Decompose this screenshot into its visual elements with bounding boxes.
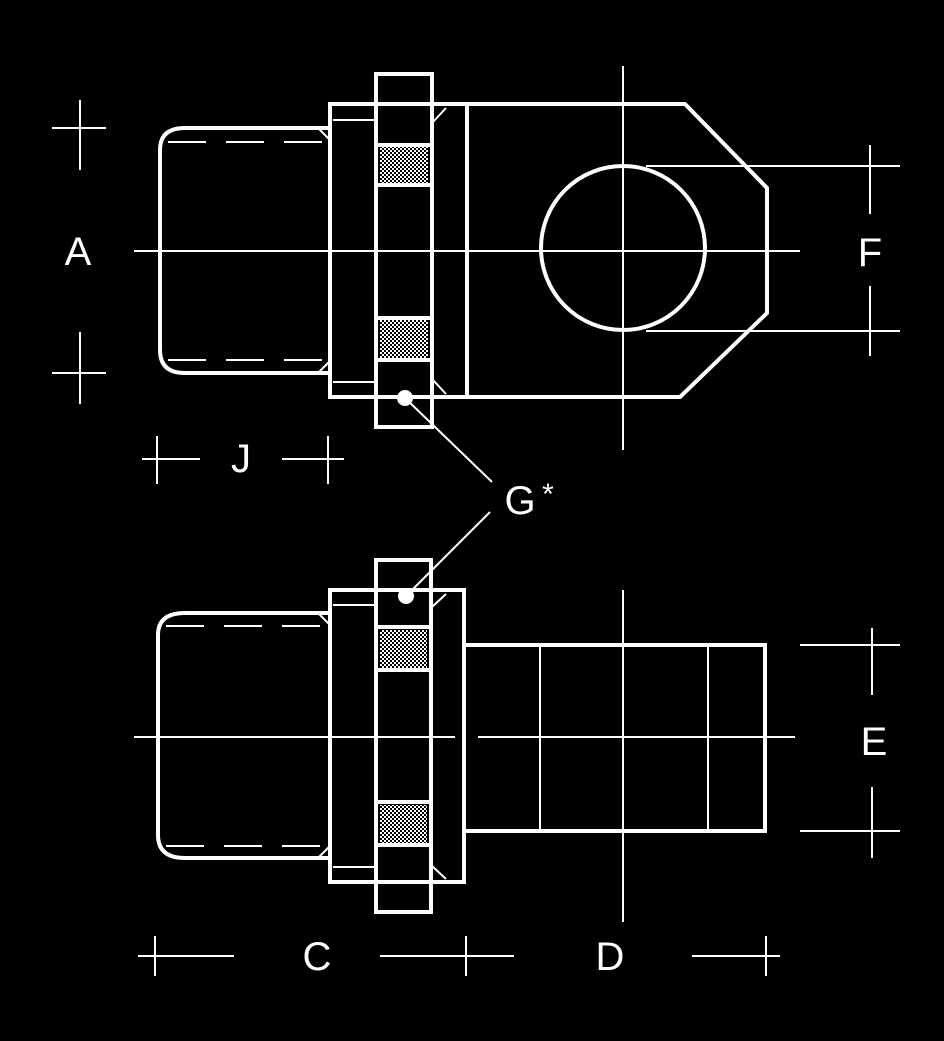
bottom-view-shaft (134, 558, 795, 922)
bottom-grip-pad-upper (380, 630, 427, 668)
label-g-asterisk: * (542, 478, 554, 511)
label-j: J (231, 437, 251, 481)
label-e: E (861, 720, 888, 764)
callout-g: G * (404, 397, 554, 595)
label-c: C (303, 935, 332, 979)
label-d: D (596, 935, 625, 979)
top-grip-pad-lower (380, 320, 428, 358)
dimension-e: E (800, 628, 900, 858)
top-view-clevis (134, 66, 800, 450)
bottom-lock-pin (398, 588, 414, 604)
bottom-grip-pad-lower (380, 805, 427, 843)
callout-g-leader-bottom (407, 511, 491, 595)
top-grip-pad-upper (380, 147, 428, 183)
label-g: G (504, 479, 535, 523)
bottom-hex-chamfer-lower (431, 865, 447, 880)
label-f: F (858, 231, 882, 275)
dimension-f: F (646, 145, 900, 356)
top-hex-chamfer-lower (432, 379, 447, 395)
dimension-j: J (142, 436, 344, 484)
dimension-d: D (424, 935, 780, 979)
dimension-a: A (52, 100, 106, 404)
bottom-hex-chamfer-upper (431, 593, 447, 608)
dimension-c: C (138, 935, 440, 979)
label-a: A (65, 230, 92, 274)
top-hex-chamfer-upper (432, 107, 447, 123)
callout-g-leader-top (404, 397, 493, 483)
bottom-shank-outline (156, 611, 330, 860)
